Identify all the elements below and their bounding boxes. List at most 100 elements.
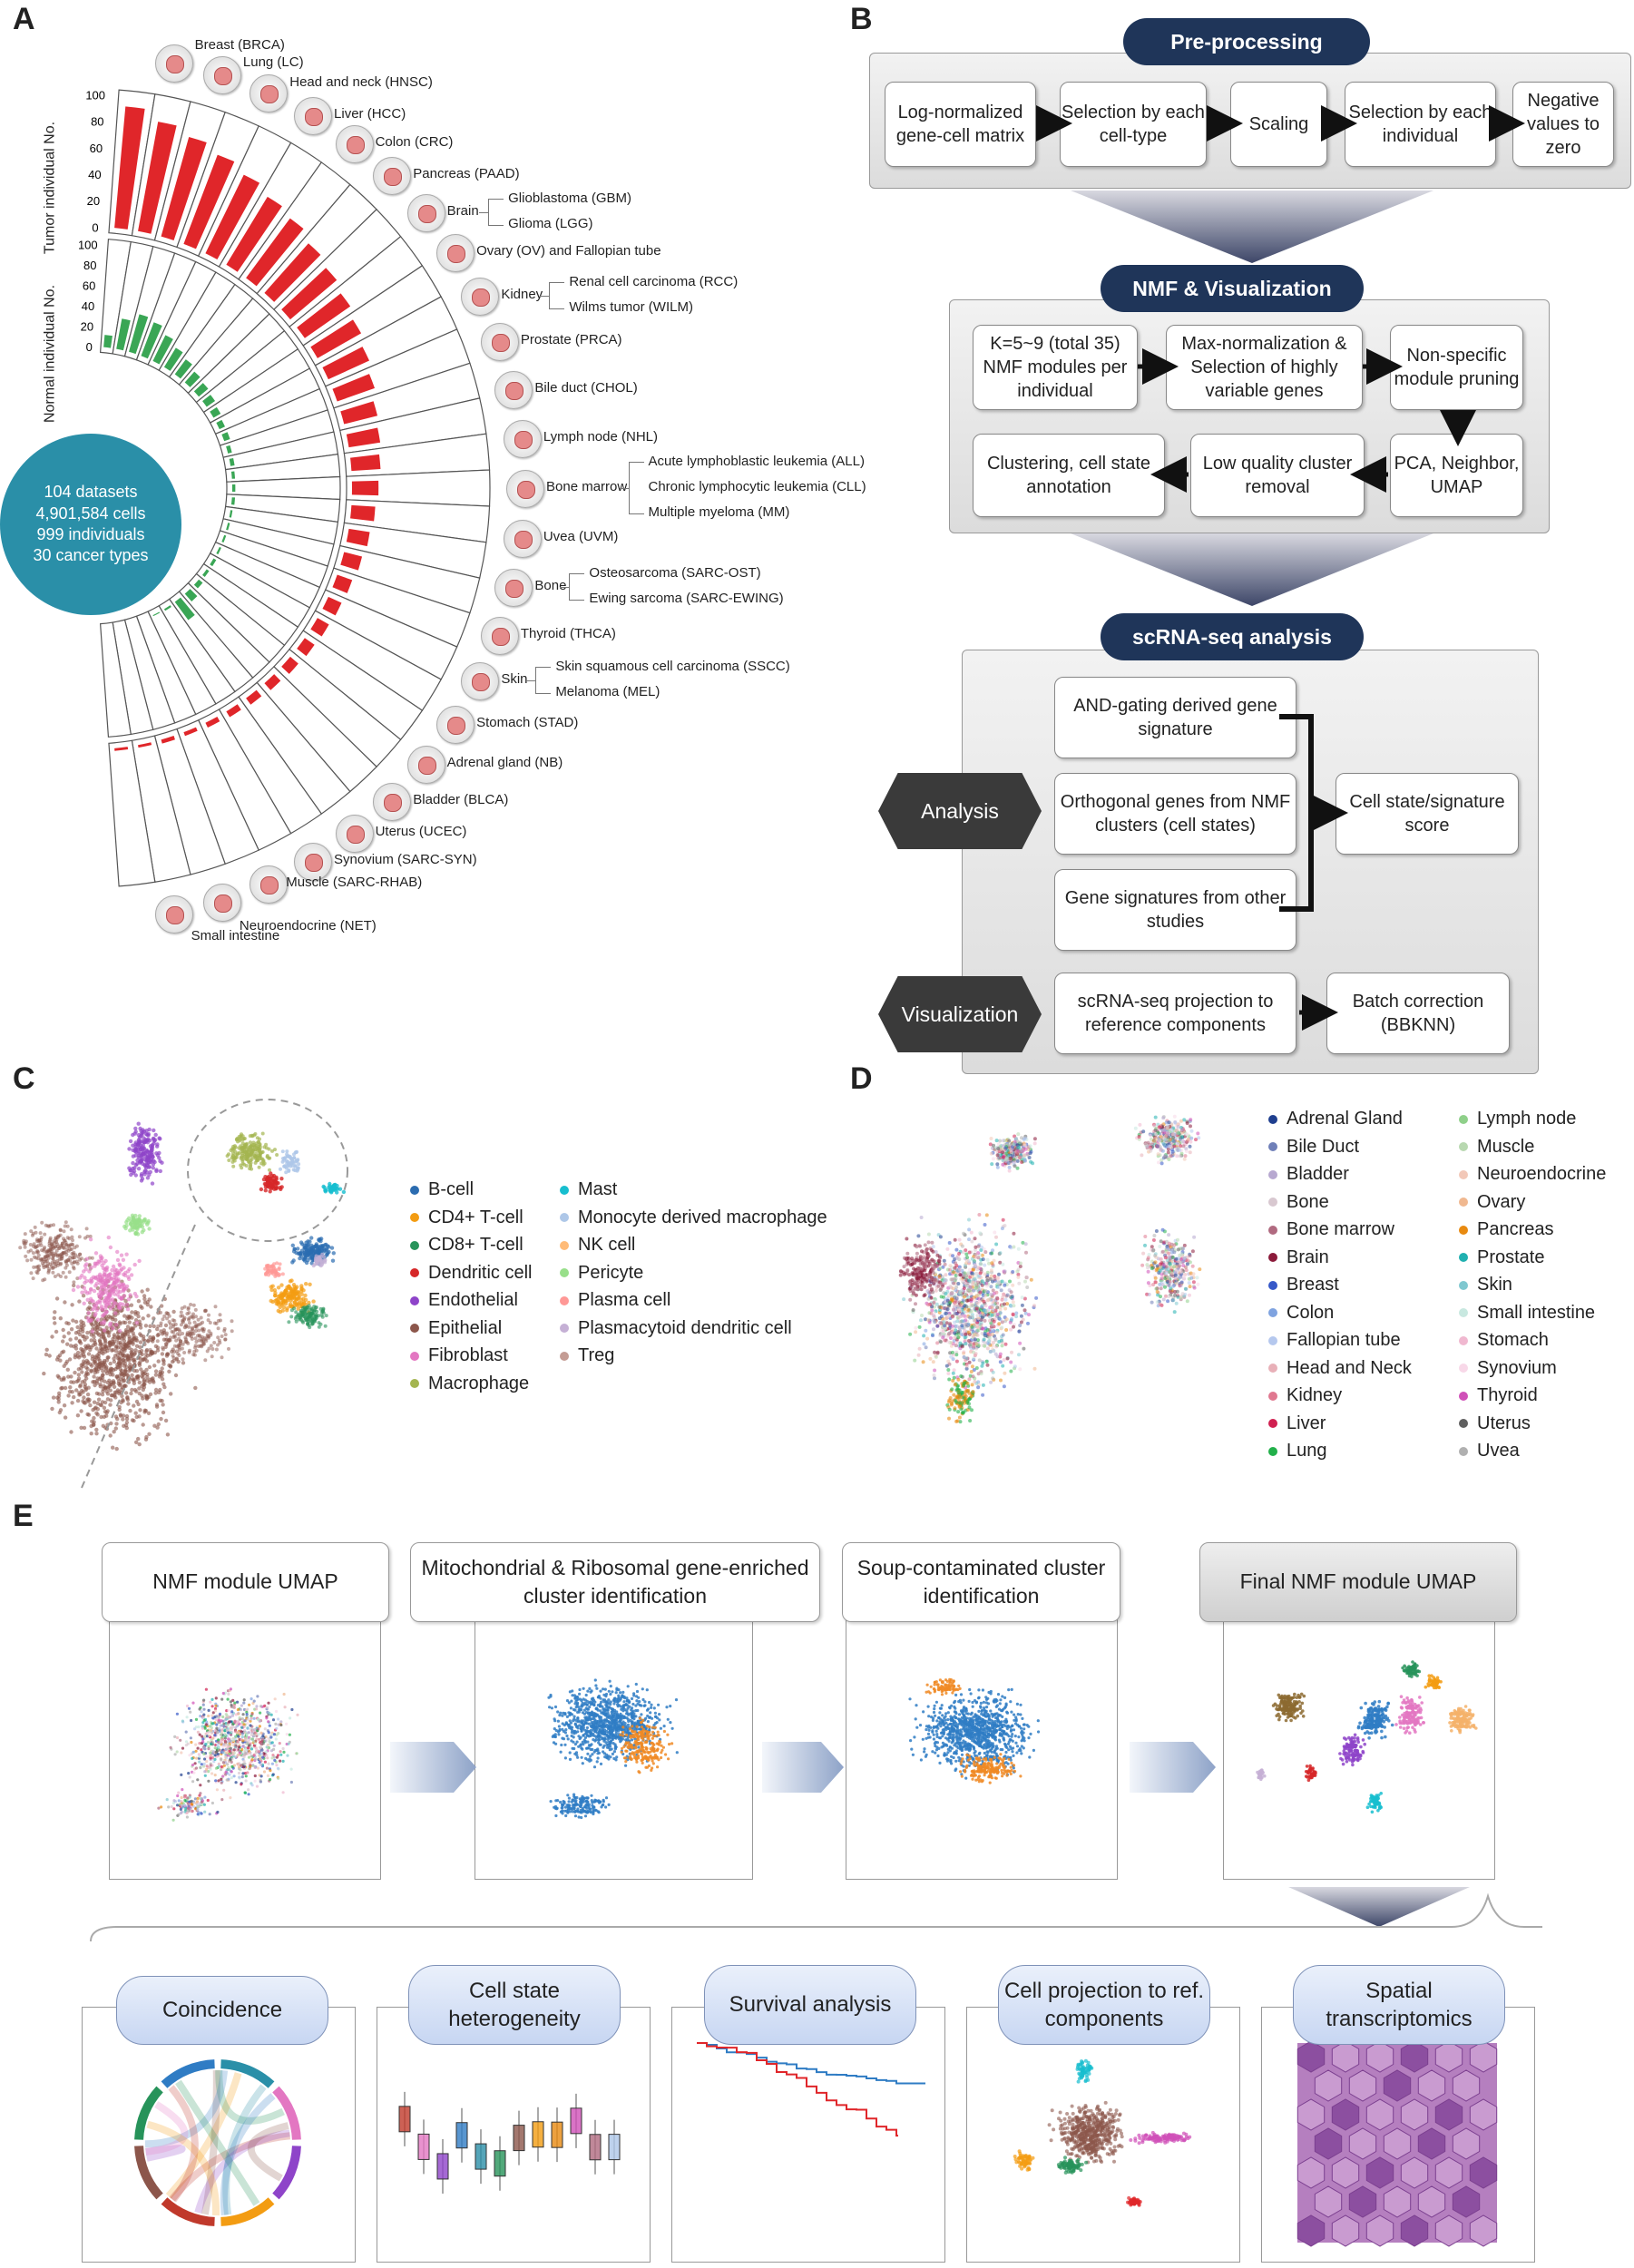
umap-point: [1012, 1231, 1016, 1236]
umap-point: [124, 1416, 130, 1422]
umap-point: [976, 1385, 981, 1390]
umap-point: [56, 1400, 61, 1404]
umap-point: [1003, 1139, 1008, 1143]
umap-point: [926, 1318, 931, 1323]
legend-label: NK cell: [578, 1235, 636, 1255]
cluster-macrophage: [225, 1131, 279, 1172]
umap-point: [286, 1295, 290, 1301]
umap-point: [1189, 1124, 1192, 1129]
umap-point: [58, 1244, 63, 1248]
umap-point: [75, 1285, 81, 1289]
umap-point: [911, 1308, 915, 1312]
umap-point: [916, 1353, 921, 1357]
umap-point: [1007, 1165, 1012, 1169]
umap-point: [308, 1239, 312, 1244]
sig-orthogonal: Orthogonal genes from NMF clusters (cell…: [1054, 773, 1296, 855]
umap-point: [930, 1264, 934, 1268]
umap-point: [941, 1265, 945, 1269]
legend-item: NK cell: [560, 1235, 635, 1256]
umap-point: [122, 1413, 126, 1418]
umap-point: [971, 1374, 975, 1379]
normal-bar: [229, 457, 235, 466]
umap-point: [31, 1276, 35, 1281]
umap-point: [998, 1352, 1003, 1356]
normal-bar: [221, 432, 230, 442]
umap-point: [82, 1359, 86, 1364]
umap-point: [118, 1367, 123, 1372]
umap-point: [166, 1352, 171, 1356]
umap-point: [987, 1333, 992, 1337]
umap-point: [121, 1288, 126, 1294]
umap-point: [140, 1158, 144, 1162]
umap-point: [134, 1294, 139, 1299]
umap-point: [341, 1189, 347, 1195]
umap-point: [165, 1316, 170, 1321]
umap-point: [92, 1415, 96, 1421]
umap-point: [260, 1149, 265, 1154]
subtype-label: Acute lymphoblastic leukemia (ALL): [648, 454, 865, 469]
umap-point: [181, 1361, 186, 1365]
umap-point: [85, 1315, 91, 1321]
umap-point: [1017, 1329, 1022, 1334]
umap-point: [983, 1332, 987, 1336]
umap-point: [952, 1368, 956, 1373]
umap-point: [930, 1257, 934, 1262]
umap-point: [120, 1385, 125, 1390]
umap-point: [131, 1358, 136, 1363]
umap-point: [327, 1249, 331, 1255]
umap-point: [181, 1357, 185, 1362]
umap-point: [953, 1311, 957, 1315]
umap-point: [162, 1314, 167, 1318]
umap-point: [977, 1299, 982, 1304]
umap-point: [156, 1359, 161, 1364]
subtype-bracket: [628, 462, 644, 514]
umap-point: [1133, 1126, 1138, 1130]
umap-point: [159, 1310, 162, 1315]
umap-point: [86, 1413, 92, 1417]
umap-point: [993, 1309, 998, 1314]
umap-point: [113, 1301, 118, 1305]
umap-point: [113, 1390, 117, 1394]
umap-point: [940, 1332, 944, 1336]
umap-point: [101, 1423, 106, 1428]
umap-point: [1166, 1147, 1170, 1151]
umap-point: [970, 1304, 974, 1308]
umap-point: [73, 1246, 77, 1250]
umap-point: [933, 1350, 937, 1354]
umap-point: [309, 1236, 314, 1240]
legend-label: Macrophage: [428, 1373, 530, 1393]
nmf-title: NMF & Visualization: [1101, 265, 1364, 312]
umap-point: [56, 1391, 62, 1395]
umap-point: [75, 1261, 80, 1266]
umap-point: [64, 1359, 70, 1364]
umap-point: [91, 1407, 95, 1413]
umap-point: [960, 1324, 964, 1328]
umap-point: [139, 1367, 143, 1372]
umap-point: [138, 1332, 142, 1336]
umap-point: [966, 1330, 971, 1334]
umap-point: [136, 1121, 141, 1126]
umap-point: [157, 1374, 162, 1379]
umap-point: [946, 1372, 951, 1375]
umap-point: [1143, 1142, 1148, 1147]
step-nmf-modules: K=5~9 (total 35) NMF modules per individ…: [973, 325, 1138, 410]
umap-point: [185, 1333, 190, 1337]
organ-glyph: [472, 288, 491, 307]
subtype-bracket-stub: [560, 586, 570, 588]
umap-point: [177, 1336, 181, 1341]
umap-point: [932, 1311, 936, 1315]
umap-point: [1016, 1246, 1021, 1251]
umap-point: [88, 1234, 93, 1238]
umap-point: [996, 1276, 1001, 1281]
umap-point: [92, 1288, 97, 1294]
umap-point: [127, 1329, 132, 1334]
cluster-cd4-t: [269, 1278, 316, 1315]
umap-point: [987, 1339, 992, 1344]
tumor-tick-label: 100: [85, 89, 105, 103]
umap-point: [907, 1273, 912, 1277]
umap-point: [1009, 1290, 1013, 1295]
umap-point: [250, 1134, 255, 1139]
umap-point: [998, 1139, 1003, 1143]
umap-point: [115, 1388, 121, 1393]
umap-point: [278, 1186, 282, 1190]
